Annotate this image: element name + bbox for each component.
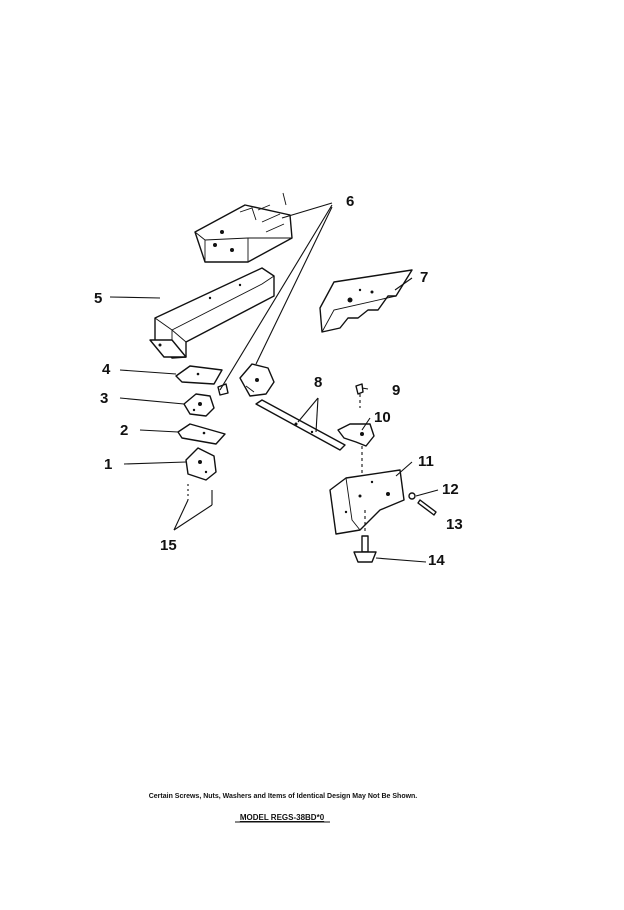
callout-11: 11: [418, 453, 434, 470]
bracket-3: [183, 393, 215, 417]
callout-13: 13: [446, 516, 463, 533]
callout-8: 8: [314, 374, 322, 391]
control-module: [194, 192, 293, 263]
screws-15: [187, 484, 213, 505]
leader-lines: [109, 202, 439, 563]
callout-10: 10: [374, 409, 391, 426]
callout-4: 4: [102, 361, 111, 378]
screw-9: [355, 383, 364, 408]
callout-12: 12: [442, 481, 459, 498]
footnote-text: Certain Screws, Nuts, Washers and Items …: [149, 793, 418, 800]
bracket-1: [185, 447, 217, 481]
callout-1: 1: [104, 456, 112, 473]
cam-part: [239, 363, 275, 397]
nut-12: [408, 492, 416, 500]
shaft: [255, 399, 346, 451]
callout-7: 7: [420, 269, 428, 286]
mounting-plate-11: [329, 469, 405, 535]
callout-14: 14: [428, 552, 445, 569]
callout-5: 5: [94, 290, 102, 307]
callout-3: 3: [100, 390, 108, 407]
callout-15: 15: [160, 537, 177, 554]
model-number: MODEL REGS-38BD*0: [240, 813, 325, 822]
mounting-bracket: [149, 267, 275, 359]
plate-2: [177, 423, 226, 445]
callout-6: 6: [346, 193, 354, 210]
callout-2: 2: [120, 422, 128, 439]
angled-bracket: [319, 269, 413, 333]
lever-10: [337, 423, 375, 476]
plate-4: [175, 365, 223, 385]
callout-labels: 1 2 3 4 5 6 7 8 9 10 11 12 13 14 15: [94, 193, 463, 569]
screw-13: [417, 499, 437, 516]
callout-9: 9: [392, 382, 400, 399]
standoff-14: [353, 510, 377, 563]
